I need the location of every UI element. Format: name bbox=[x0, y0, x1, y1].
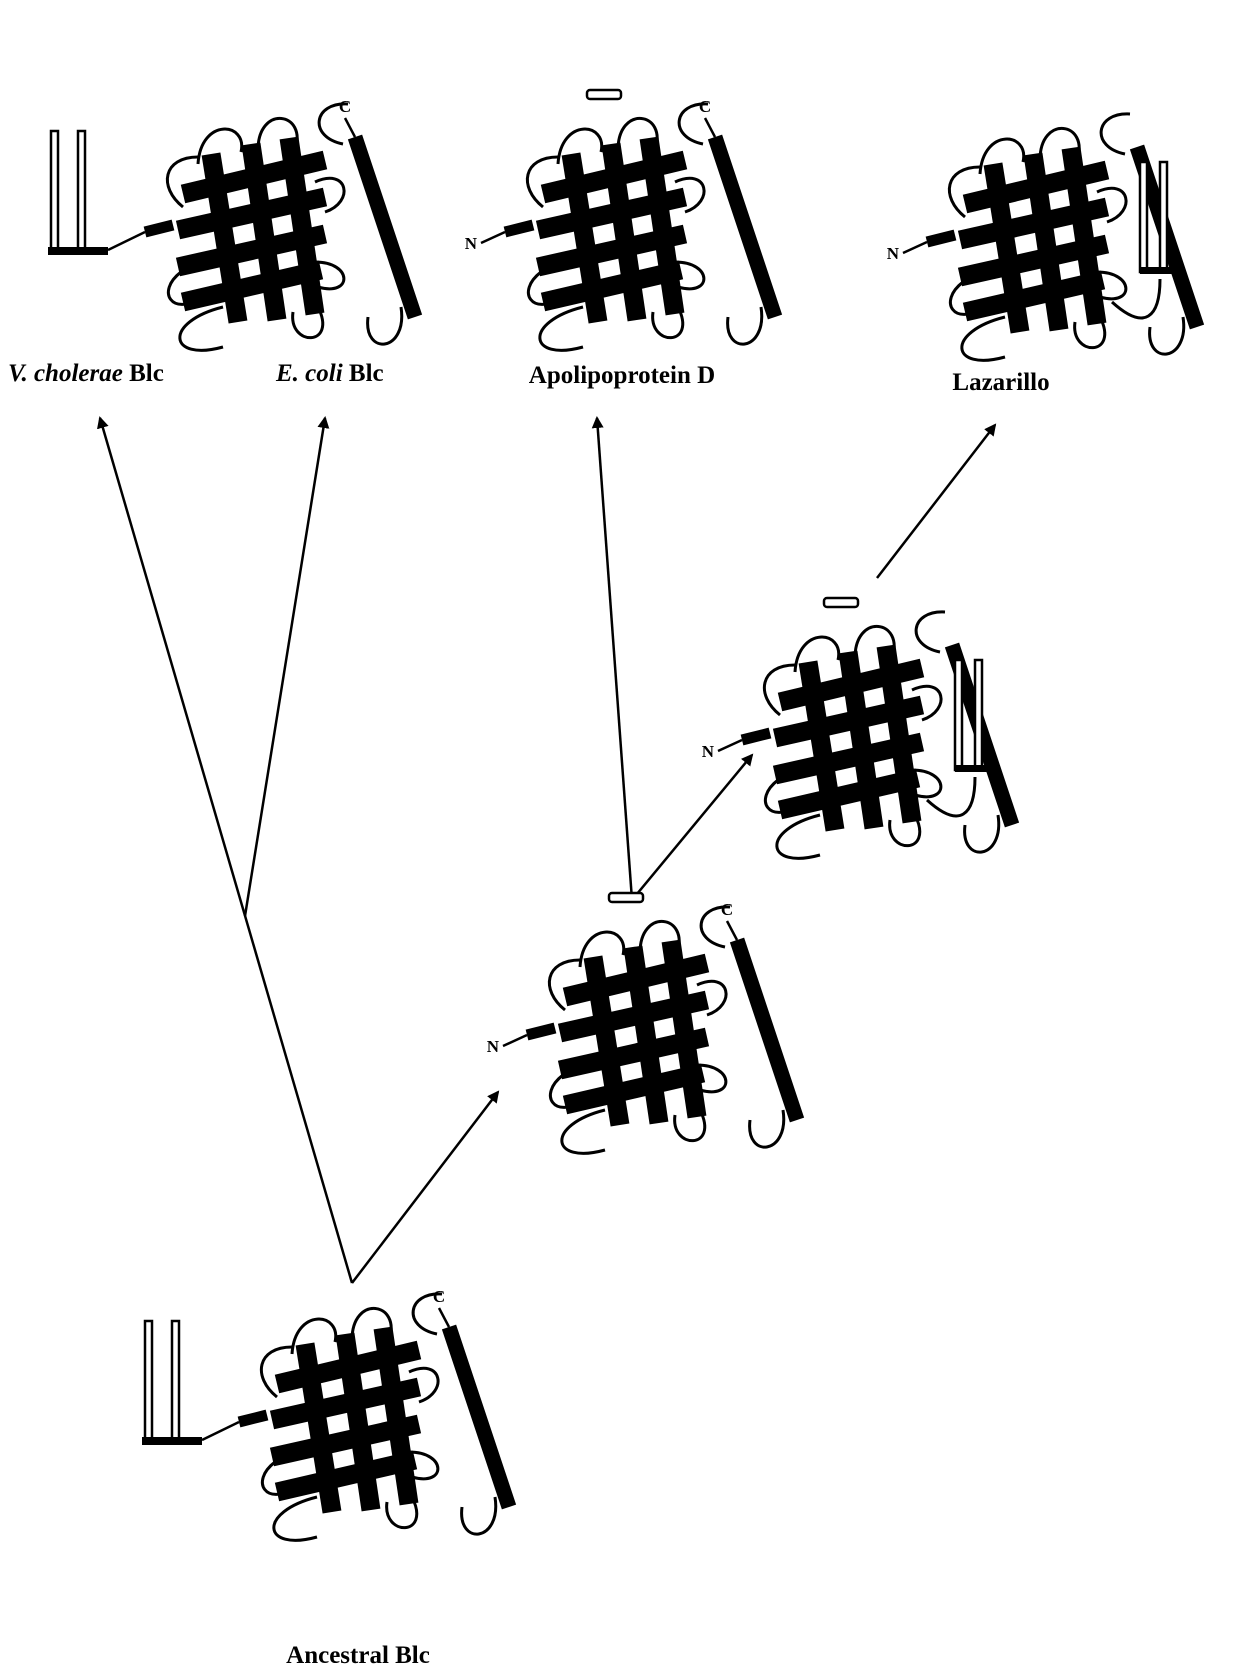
disulfide-loop-icon bbox=[822, 596, 860, 609]
n-terminus-label: N bbox=[465, 234, 478, 253]
label-v-cholerae-italic: V. cholerae bbox=[8, 360, 123, 387]
intermediate-ancestor-structure: N C bbox=[487, 891, 797, 1153]
disulfide-loop-icon bbox=[585, 88, 623, 101]
membrane-anchor-icon bbox=[46, 129, 147, 257]
c-terminus-label: C bbox=[433, 1287, 445, 1306]
blc-structure: C bbox=[46, 97, 415, 350]
arrow-to-apolipoprotein-d bbox=[591, 416, 634, 901]
c-terminus-label: C bbox=[699, 97, 711, 116]
arrow-to-v-cholerae bbox=[97, 416, 354, 1284]
c-terminus-label: C bbox=[339, 97, 351, 116]
n-terminus-label: N bbox=[487, 1037, 500, 1056]
membrane-anchor-icon bbox=[140, 1319, 241, 1447]
lazarillo-structure: N bbox=[887, 114, 1197, 360]
n-terminus-label: N bbox=[887, 244, 900, 263]
disulfide-loop-icon bbox=[607, 891, 645, 904]
arrow-to-intermediate bbox=[351, 1090, 500, 1284]
ancestral-blc-structure: C bbox=[140, 1287, 509, 1540]
label-e-coli-rest: Blc bbox=[343, 360, 384, 387]
arrow-to-lazarillo bbox=[876, 423, 997, 579]
label-v-cholerae-blc: V. cholerae Blc bbox=[8, 360, 164, 387]
arrow-to-e-coli bbox=[243, 416, 330, 917]
label-lazarillo: Lazarillo bbox=[952, 369, 1049, 396]
label-e-coli-italic: E. coli bbox=[275, 360, 343, 387]
c-terminus-label: C bbox=[721, 900, 733, 919]
evolution-arrows bbox=[97, 416, 997, 1284]
label-e-coli-blc: E. coli Blc bbox=[275, 360, 384, 387]
label-v-cholerae-rest: Blc bbox=[123, 360, 164, 387]
insect-ancestor-structure: N bbox=[702, 596, 1012, 858]
label-apolipoprotein-d: Apolipoprotein D bbox=[529, 362, 715, 389]
n-terminus-label: N bbox=[702, 742, 715, 761]
label-ancestral-blc: Ancestral Blc bbox=[286, 1642, 430, 1669]
apolipoprotein-d-structure: N C bbox=[465, 88, 775, 350]
arrow-to-insect-ancestor bbox=[631, 753, 754, 901]
